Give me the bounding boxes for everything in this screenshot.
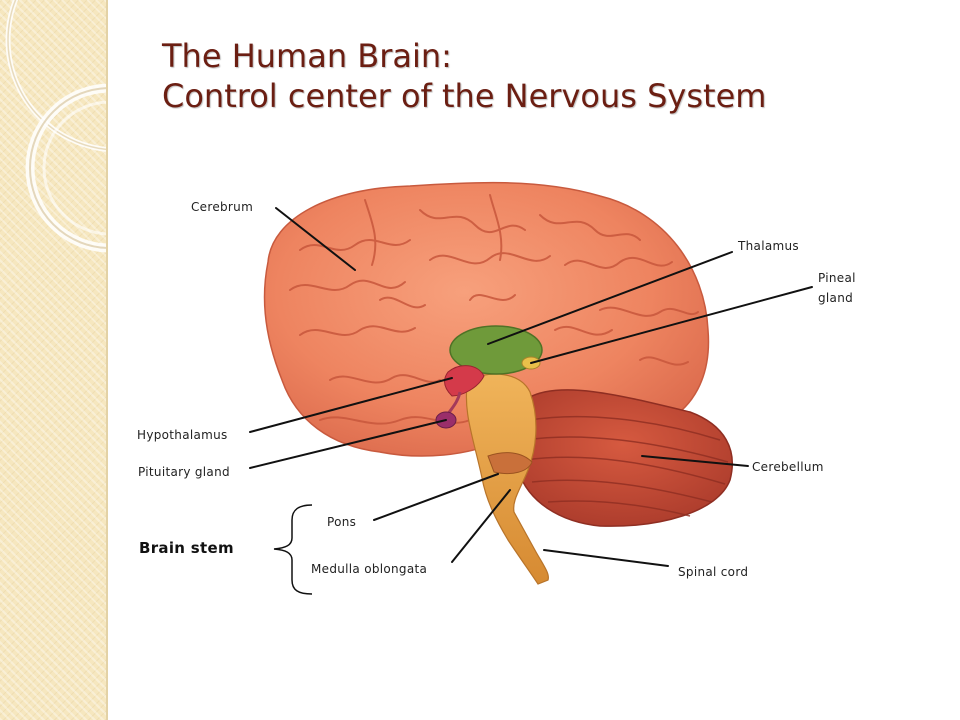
cerebrum-leader — [275, 207, 356, 271]
pineal-leader — [530, 286, 813, 364]
label-cerebrum: Cerebrum — [191, 200, 254, 214]
pituitary-leader — [249, 419, 447, 469]
hypothalamus-leader — [249, 377, 453, 433]
cerebellum-shape — [512, 389, 734, 527]
label-brain-stem: Brain stem — [139, 539, 234, 557]
cerebellum-leader — [641, 455, 749, 467]
hypothalamus-shape — [444, 365, 485, 397]
brainstem-shape — [465, 373, 549, 585]
label-pituitary-gland: Pituitary gland — [138, 465, 230, 479]
thalamus-leader — [487, 251, 733, 345]
decorative-circles — [5, 0, 106, 253]
label-pineal-gland: Pineal gland — [818, 268, 856, 308]
spinal-cord-leader — [543, 549, 669, 567]
label-hypothalamus: Hypothalamus — [137, 428, 228, 442]
pons-leader — [373, 473, 499, 521]
slide-title: The Human Brain: Control center of the N… — [162, 36, 766, 116]
title-line-1: The Human Brain: — [162, 37, 452, 75]
label-medulla-oblongata: Medulla oblongata — [311, 562, 428, 576]
brain-stem-brace — [273, 504, 313, 595]
decorative-sidebar — [0, 0, 108, 720]
title-line-2: Control center of the Nervous System — [162, 77, 767, 115]
label-pineal-line-2: gland — [818, 291, 854, 305]
label-cerebellum: Cerebellum — [752, 460, 824, 474]
label-pons: Pons — [327, 515, 357, 529]
label-spinal-cord: Spinal cord — [678, 565, 749, 579]
thalamus-shape — [449, 325, 543, 375]
label-thalamus: Thalamus — [738, 239, 799, 253]
label-pineal-line-1: Pineal — [818, 271, 856, 285]
medulla-leader — [451, 489, 511, 563]
